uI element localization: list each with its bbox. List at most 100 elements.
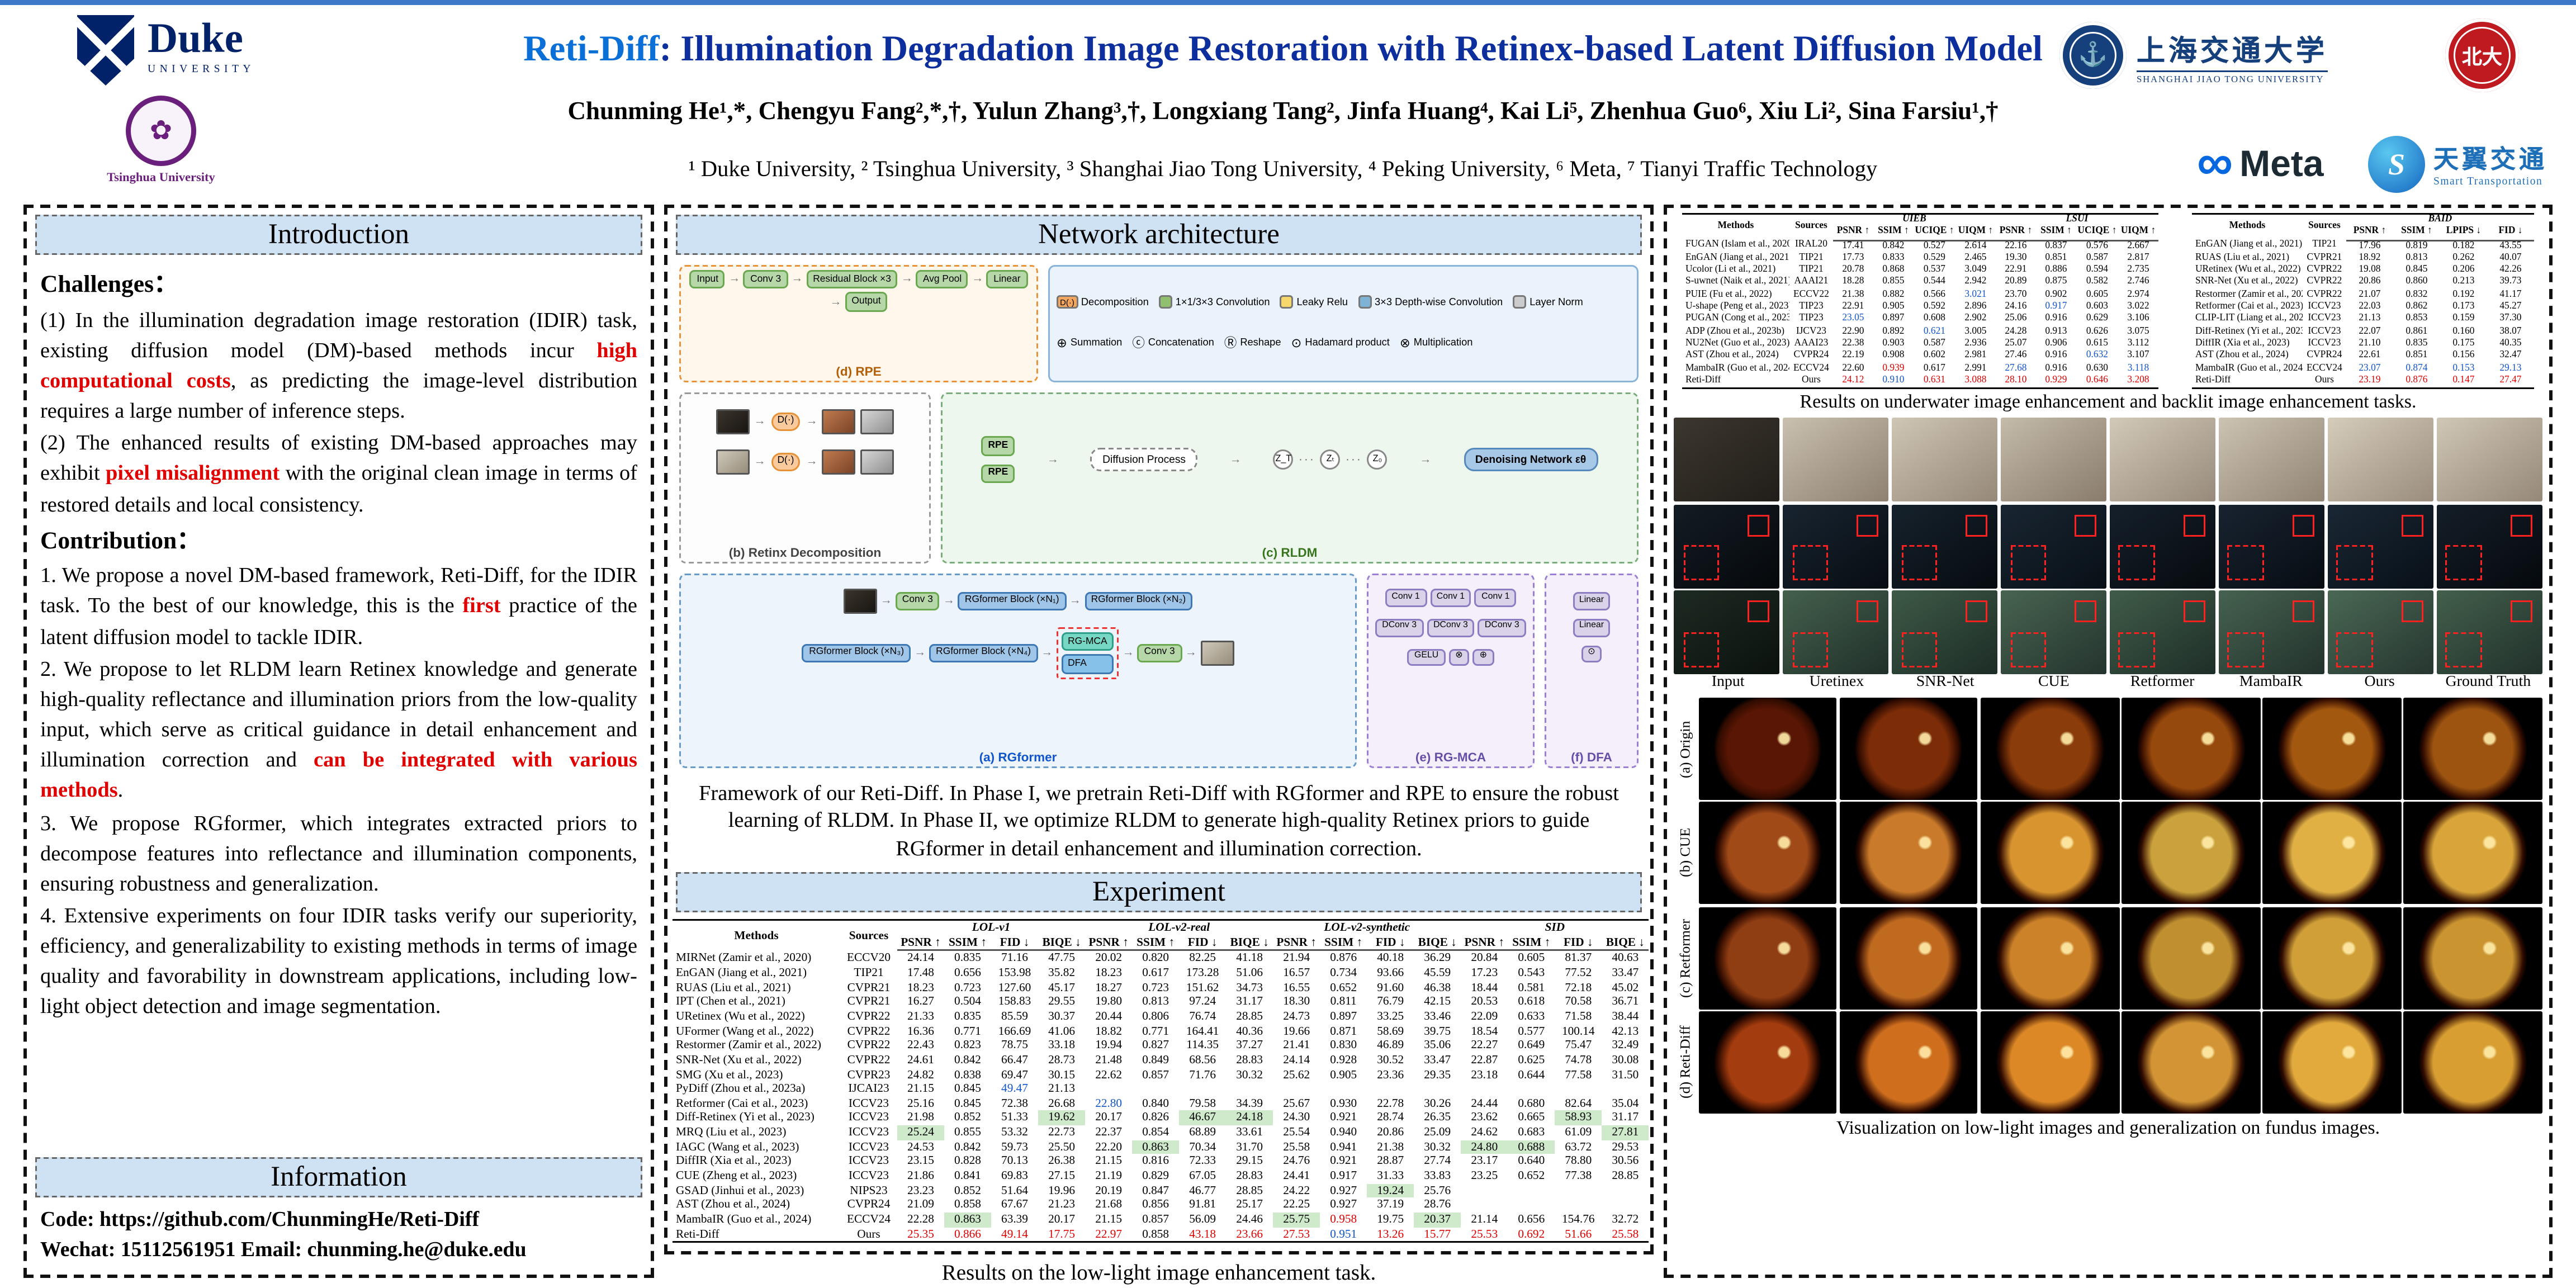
table-cell: 0.504: [954, 995, 981, 1008]
denoising-network: Denoising Network εθ: [1463, 448, 1598, 471]
table-cell: 0.649: [1518, 1038, 1545, 1052]
metric-header: UIQM ↑: [1955, 226, 1996, 241]
table-cell: 0.862: [2405, 302, 2428, 312]
tianyi-name-en: Smart Transportation: [2433, 176, 2543, 188]
list-item: ⊕Summation: [1057, 335, 1123, 351]
table-cell: Reti-Diff: [1682, 375, 1789, 390]
table-cell: 23.70: [2005, 290, 2027, 300]
table-cell: 71.58: [1565, 1009, 1592, 1023]
table-cell: 0.640: [1518, 1154, 1545, 1168]
table-cell: 30.56: [1612, 1154, 1639, 1168]
table-cell: 2.902: [1964, 314, 1987, 325]
table-cell: TIP21: [1799, 265, 1824, 276]
fundus-row: (c) Retformer: [1674, 907, 2543, 1010]
table-cell: 24.16: [2005, 302, 2027, 312]
table-cell: 23.23: [907, 1183, 934, 1197]
table-cell: ADP (Zhou et al., 2023b): [1685, 326, 1785, 337]
table-cell: 0.656: [954, 966, 981, 980]
table-cell: 81.37: [1565, 951, 1592, 965]
table-cell: 17.73: [1842, 253, 1864, 263]
table-cell: 0.544: [1923, 277, 1945, 288]
table-cell: 0.863: [944, 1212, 991, 1227]
table-cell: 25.76: [1424, 1183, 1451, 1197]
table-cell: 0.842: [1882, 240, 1905, 251]
fundus-image: [2122, 907, 2261, 1010]
table-cell: 0.835: [2405, 338, 2428, 349]
table-cell: 24.80: [1461, 1140, 1508, 1155]
metric-header: SSIM ↑: [1873, 226, 1914, 241]
fundus-image: [2404, 907, 2543, 1010]
fundus-image: [2404, 802, 2543, 905]
table-cell: 0.156: [2452, 351, 2475, 361]
table-cell: 0.823: [954, 1038, 981, 1052]
meta-logo: ∞ Meta: [2197, 139, 2324, 190]
list-item: CUE: [2038, 674, 2070, 692]
rgmca-row-3: GELU⊗⊕: [1403, 645, 1499, 670]
list-item: Wechat: 15112561951 Email: chunming.he@d…: [40, 1237, 527, 1261]
table-cell: 97.24: [1189, 995, 1216, 1008]
table-cell: 3.049: [1964, 265, 1987, 276]
list-item: Conv 1: [1429, 589, 1472, 607]
table-cell: 40.36: [1236, 1024, 1263, 1038]
highlight-box: [1748, 514, 1770, 536]
table-cell: 0.868: [1882, 265, 1905, 276]
table-cell: 28.85: [1612, 1169, 1639, 1183]
table-cell: 24.30: [1283, 1111, 1310, 1125]
table-cell: 0.921: [1330, 1154, 1357, 1168]
tsinghua-emblem-icon: ✿: [126, 96, 196, 166]
table-cell: 0.916: [2045, 314, 2067, 325]
table-cell: 0.587: [2086, 253, 2108, 263]
table-cell: SNR-Net (Xu et al., 2022): [676, 1053, 802, 1067]
table-cell: 63.72: [1565, 1140, 1592, 1154]
table-cell: [1508, 1183, 1555, 1198]
table-cell: 0.897: [1330, 1009, 1357, 1023]
table-cell: 28.85: [1236, 1009, 1263, 1023]
table-cell: Ucolor (Li et al., 2021): [1685, 265, 1776, 276]
table-cell: 127.60: [998, 981, 1031, 995]
table-cell: 46.67: [1179, 1111, 1227, 1126]
table-cell: 24.73: [1283, 1009, 1310, 1023]
table-cell: 0.625: [1518, 1053, 1545, 1067]
table-cell: 0.841: [954, 1169, 981, 1183]
table-cell: 22.43: [907, 1038, 934, 1052]
table-cell: 0.855: [1882, 277, 1905, 288]
table-cell: 0.811: [1330, 995, 1357, 1008]
table-cell: 43.55: [2499, 240, 2522, 251]
table-cell: 23.07: [2359, 363, 2381, 373]
table-cell: 0.908: [1882, 351, 1905, 361]
metric-header: BIQE ↓: [1602, 935, 1649, 952]
column-header: Methods: [673, 919, 840, 951]
table-cell: URetinex (Wu et al., 2022): [676, 1009, 805, 1023]
lq-image-thumb: [715, 409, 749, 434]
table-cell: 25.62: [1283, 1067, 1310, 1081]
comparison-thumb: [2218, 590, 2325, 675]
table-cell: 67.05: [1189, 1169, 1216, 1183]
table-cell: 20.86: [1377, 1125, 1404, 1139]
table-cell: 19.96: [1048, 1183, 1075, 1197]
decomposition-op: D(·): [770, 412, 801, 432]
highlight-box: [2184, 514, 2205, 536]
table-cell: 0.828: [954, 1154, 981, 1168]
table-cell: 19.30: [2005, 253, 2027, 263]
table-cell: 17.48: [907, 966, 934, 980]
table-cell: 21.14: [1471, 1212, 1498, 1226]
fundus-image: [2122, 697, 2261, 800]
table-cell: 47.75: [1048, 951, 1075, 965]
table-cell: 0.806: [1142, 1009, 1169, 1023]
table-cell: 18.27: [1095, 981, 1123, 995]
table-cell: 29.55: [1048, 995, 1075, 1008]
conv3-chip: Conv 3: [1137, 643, 1182, 663]
table-cell: 27.47: [2487, 375, 2534, 390]
table-cell: 21.33: [907, 1009, 934, 1023]
table-cell: 25.24: [897, 1125, 944, 1140]
table-cell: 20.53: [1471, 995, 1498, 1008]
table-cell: EnGAN (Jiang et al., 2021): [1685, 253, 1789, 263]
table-cell: MRQ (Liu et al., 2023): [676, 1125, 787, 1139]
table-cell: 2.974: [2127, 290, 2149, 300]
fundus-image: [1980, 1011, 2119, 1114]
metric-header: LPIPS ↓: [2440, 226, 2487, 241]
